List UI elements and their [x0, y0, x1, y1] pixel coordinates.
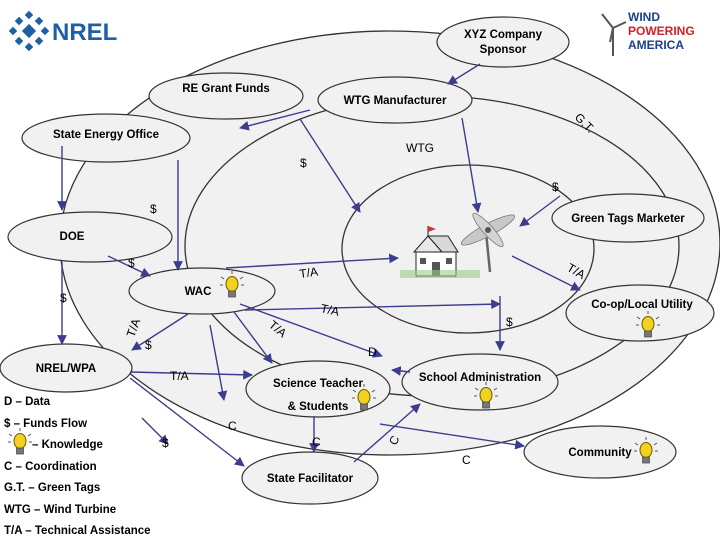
coop-node: [565, 284, 715, 342]
re-grant-funds-node: [148, 72, 304, 120]
flow-label-data: D: [368, 345, 377, 359]
community-label: Community: [568, 447, 632, 459]
flow-label-funds-8: $: [162, 436, 169, 450]
state-facilitator-label: State Facilitator: [267, 473, 354, 485]
flow-label-ta-6: T/A: [170, 369, 189, 383]
sponsor-label-line2: Sponsor: [480, 44, 527, 56]
state-energy-office-node: [21, 113, 191, 163]
school-house-icon: [400, 226, 480, 278]
science-teacher-node: [245, 360, 391, 418]
doe-label: DOE: [60, 231, 85, 243]
green-tags-marketer-label: Green Tags Marketer: [571, 213, 685, 225]
legend-wind-turbine: WTG – Wind Turbine: [4, 503, 117, 516]
legend: D – Data $ – Funds Flow – Knowledge C – …: [4, 392, 151, 543]
sponsor-label-line1: XYZ Company: [464, 29, 543, 41]
flow-label-funds-1: $: [300, 156, 307, 170]
re-grant-funds-label: RE Grant Funds: [182, 83, 270, 95]
inner-ring-ellipse: [341, 164, 595, 334]
green-tags-marketer-node: [551, 193, 705, 243]
wtg-manufacturer-node: [317, 76, 473, 124]
community-node: [523, 425, 677, 479]
legend-data: D – Data: [4, 396, 51, 408]
nrel-logo-text: NREL: [52, 19, 117, 46]
wtg-manufacturer-label: WTG Manufacturer: [344, 95, 447, 107]
science-teacher-label-line2: & Students: [288, 401, 349, 413]
flow-label-ta-3: T/A: [319, 301, 340, 319]
wind-turbine-icon: [460, 212, 516, 273]
legend-coordination: C – Coordination: [4, 460, 97, 473]
flow-label-funds-4: $: [128, 256, 135, 270]
state-energy-office-label: State Energy Office: [53, 129, 159, 141]
school-admin-label: School Administration: [419, 372, 541, 384]
legend-knowledge-label: – Knowledge: [32, 439, 103, 451]
flow-label-funds-5: $: [60, 291, 67, 305]
legend-technical-assistance: T/A – Technical Assistance: [4, 525, 151, 537]
flow-label-coord-4: C: [462, 453, 471, 467]
legend-green-tags: G.T. – Green Tags: [4, 482, 101, 494]
flow-label-funds-3: $: [150, 202, 157, 216]
wpa-logo-line1: WIND: [628, 10, 660, 24]
wac-label: WAC: [185, 286, 212, 298]
flow-arrows: [57, 63, 581, 467]
flow-label-ta-1: T/A: [298, 265, 318, 281]
science-teacher-label-line1: Science Teacher: [273, 378, 363, 390]
legend-funds: $ – Funds Flow: [4, 417, 88, 430]
flow-label-ta-5: T/A: [124, 317, 144, 339]
wpa-logo-line2: POWERING: [628, 24, 695, 38]
nrel-logo: NREL: [8, 8, 126, 56]
flow-label-wtg: WTG: [406, 141, 434, 155]
wpa-logo-line3: AMERICA: [628, 38, 684, 52]
legend-knowledge: – Knowledge: [4, 435, 151, 457]
flow-label-coord-1: C: [228, 419, 237, 433]
wind-powering-america-logo: WIND POWERING AMERICA: [598, 6, 702, 60]
sponsor-node: [436, 16, 570, 68]
nrel-wpa-label: NREL/WPA: [36, 363, 96, 375]
flow-label-funds-6: $: [145, 338, 152, 352]
wac-node: [128, 267, 276, 315]
school-admin-node: [401, 353, 559, 411]
doe-node: [7, 211, 173, 263]
flow-label-funds-2: $: [552, 180, 559, 194]
coop-label: Co-op/Local Utility: [591, 299, 693, 311]
flow-label-funds-7: $: [506, 315, 513, 329]
logo-turbine-icon: [601, 13, 627, 56]
flow-label-coord-2: C: [312, 435, 321, 449]
